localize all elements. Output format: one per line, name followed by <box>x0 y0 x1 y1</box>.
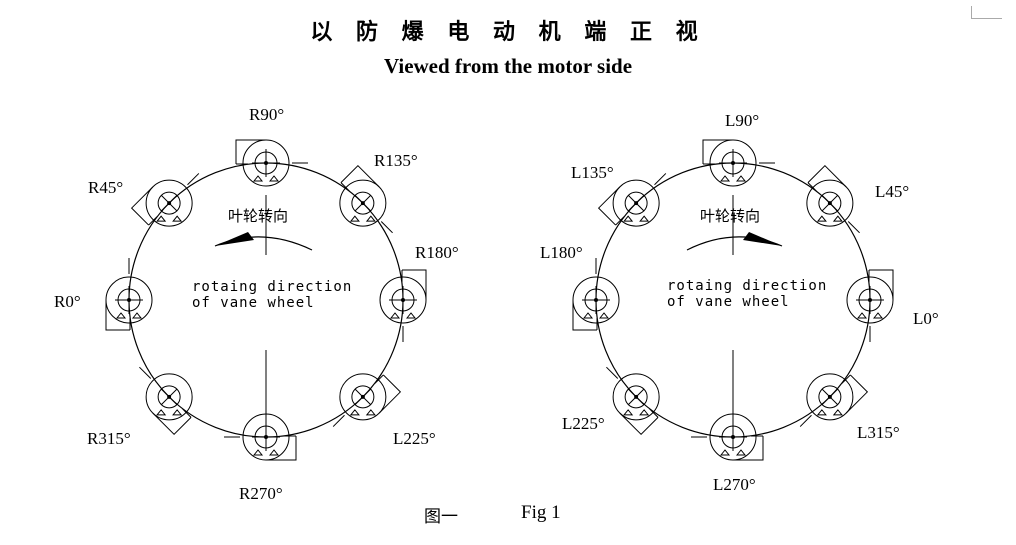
left-orientation-ring: 叶轮转向 rotaing direction of vane wheel R90… <box>54 105 459 503</box>
figure-caption-english: Fig 1 <box>521 502 561 523</box>
figure-caption-chinese: 图一 <box>424 507 458 527</box>
left-label-90: R90° <box>249 105 284 124</box>
left-impeller-text: 叶轮转向 <box>228 207 288 225</box>
left-fan-housing-icon <box>379 269 427 342</box>
right-fan-housing-icon <box>799 373 869 427</box>
page-corner-mark <box>971 6 1002 19</box>
title-chinese: 以 防 爆 电 动 机 端 正 视 <box>310 20 706 45</box>
right-direction-line1: rotaing direction <box>667 278 827 294</box>
left-fan-housing-icon <box>139 366 193 436</box>
right-fan-housing-icon <box>597 173 667 227</box>
right-fan-housing-icon <box>606 366 660 436</box>
right-fan-housing-icon <box>846 269 894 342</box>
left-direction-line2: of vane wheel <box>192 295 315 311</box>
left-label-45: R45° <box>88 178 123 197</box>
left-label-315: R315° <box>87 429 131 448</box>
right-label-225: L225° <box>562 414 605 433</box>
right-direction-line2: of vane wheel <box>667 294 790 310</box>
left-label-270: R270° <box>239 484 283 503</box>
right-label-315: L315° <box>857 423 900 442</box>
right-fan-housing-icon <box>702 139 775 187</box>
left-label-0: R0° <box>54 292 81 311</box>
left-fan-housing-icon <box>105 258 153 331</box>
right-label-0: L0° <box>913 309 939 328</box>
left-direction-line1: rotaing direction <box>192 279 352 295</box>
right-fan-housing-icon <box>806 164 860 234</box>
left-fan-housing-icon <box>339 164 393 234</box>
right-label-180: L180° <box>540 243 583 262</box>
title-english: Viewed from the motor side <box>383 54 633 78</box>
right-impeller-text: 叶轮转向 <box>700 207 760 225</box>
left-fan-housing-icon <box>130 173 200 227</box>
left-fan-housing-icon <box>332 373 402 427</box>
left-label-225: L225° <box>393 429 436 448</box>
left-fan-housing-icon <box>224 413 297 461</box>
right-label-135: L135° <box>571 163 614 182</box>
right-rotation-arrow-icon <box>686 232 783 251</box>
right-fan-housing-icon <box>572 258 620 331</box>
right-fan-housing-icon <box>691 413 764 461</box>
left-label-180: R180° <box>415 243 459 262</box>
left-rotation-arrow-icon <box>214 232 313 251</box>
left-label-135: R135° <box>374 151 418 170</box>
right-orientation-ring: 叶轮转向 rotaing direction of vane wheel L90… <box>540 111 939 494</box>
right-label-90: L90° <box>725 111 759 130</box>
right-label-45: L45° <box>875 182 909 201</box>
right-label-270: L270° <box>713 475 756 494</box>
left-fan-housing-icon <box>235 139 308 187</box>
